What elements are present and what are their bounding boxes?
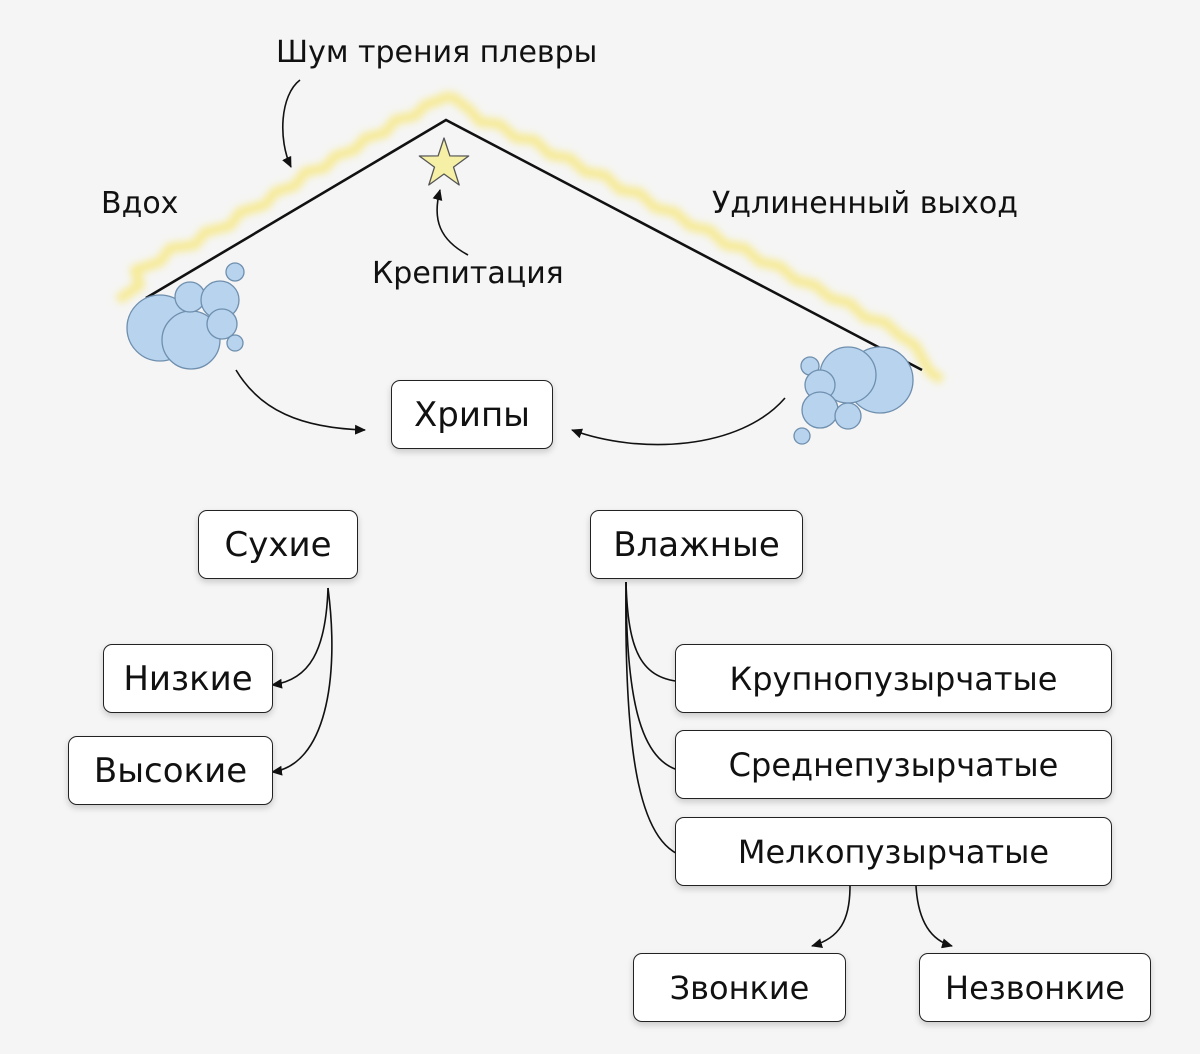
arrow-moist-to-fine — [625, 581, 691, 862]
friction-glow-left — [115, 90, 453, 305]
bubble — [225, 262, 245, 282]
arrow-fine-to-nonsonorous — [915, 885, 953, 949]
bubble — [174, 281, 206, 313]
arrow-right-bubbles-to-rales — [571, 397, 786, 446]
node-rales: Хрипы — [391, 380, 553, 449]
node-high: Высокие — [68, 736, 273, 805]
friction-label: Шум трения плевры — [276, 35, 598, 70]
node-fine: Мелкопузырчатые — [675, 817, 1112, 886]
bubble — [801, 391, 839, 429]
node-nonsonorous: Незвонкие — [919, 953, 1151, 1022]
friction-glow — [115, 90, 945, 385]
exhale-label: Удлиненный выход — [712, 186, 1018, 221]
arrow-left-bubbles-to-rales — [235, 369, 366, 435]
breath-curve — [145, 118, 923, 372]
node-medium: Среднепузырчатые — [675, 730, 1112, 799]
right-bubbles-icon — [793, 346, 914, 445]
crepitation-label: Крепитация — [372, 256, 564, 291]
bubble — [226, 334, 244, 352]
node-coarse: Крупнопузырчатые — [675, 644, 1112, 713]
bubble — [206, 308, 238, 340]
node-moist: Влажные — [590, 510, 803, 579]
crepitation-star-icon — [418, 137, 470, 186]
left-bubbles-icon — [126, 262, 245, 370]
inhale-label: Вдох — [101, 186, 179, 221]
arrow-friction-to-curve — [282, 79, 301, 168]
arrow-fine-to-sonorous — [811, 885, 851, 949]
arrow-crepitation-to-star — [432, 189, 469, 256]
arrow-moist-to-coarse — [625, 581, 686, 687]
friction-glow-right — [447, 91, 945, 385]
bubble — [834, 402, 862, 430]
node-dry: Сухие — [198, 510, 358, 579]
node-sonorous: Звонкие — [633, 953, 846, 1022]
bubble — [793, 427, 811, 445]
node-low: Низкие — [103, 644, 273, 713]
arrow-dry-to-low — [271, 587, 329, 689]
arrow-dry-to-high — [271, 587, 333, 776]
